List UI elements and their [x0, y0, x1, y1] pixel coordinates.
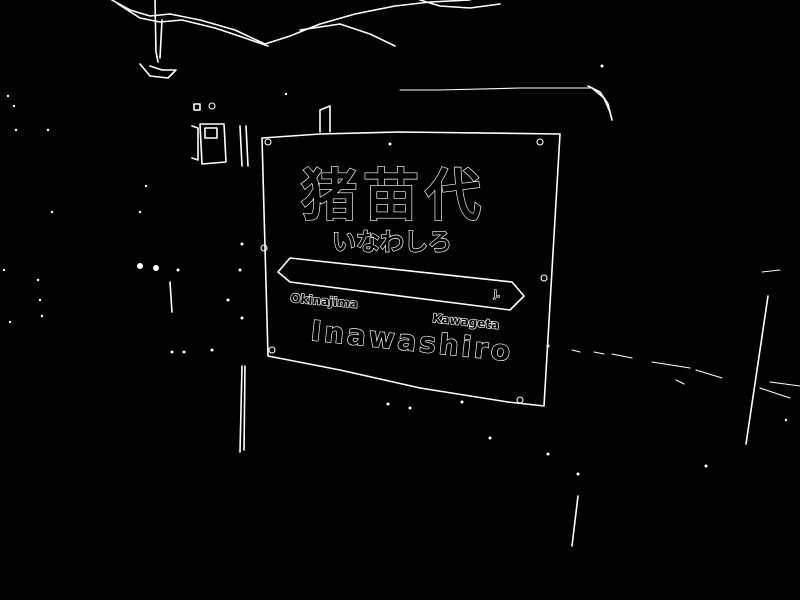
- previous-station-name: Okinajima: [290, 291, 359, 311]
- direction-arrow: [277, 257, 525, 311]
- station-sign: 猪苗代 いなわしろ J. Okinajima Kawageta Inawashi…: [260, 105, 561, 407]
- lamp-edge: [399, 85, 613, 121]
- pole-edges: [169, 269, 781, 547]
- edge-noise: [2, 64, 800, 476]
- kana-station-name: いなわしろ: [332, 228, 452, 256]
- arrow-marking: J.: [493, 289, 500, 300]
- kanji-station-name: 猪苗代: [301, 164, 487, 229]
- overhead-canopy-edges: [111, 0, 501, 79]
- left-bracket-edges: [191, 102, 249, 167]
